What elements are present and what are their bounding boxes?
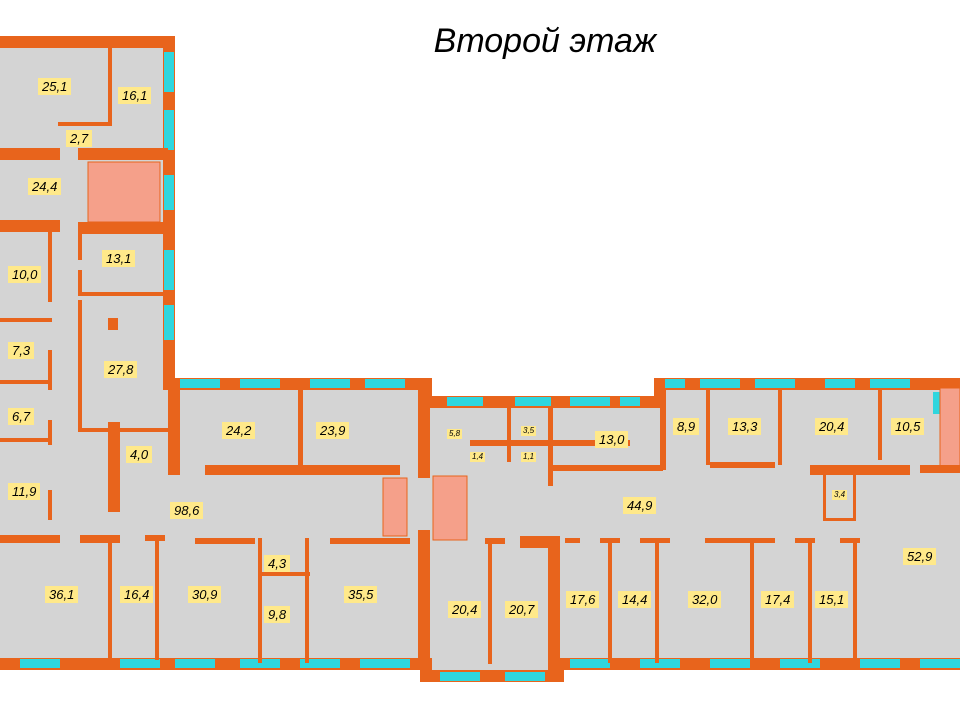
room-area-label: 30,9: [188, 586, 222, 603]
interior-walls: [0, 46, 960, 671]
room-area-label: 24,2: [222, 422, 256, 439]
room-area-label: 23,9: [316, 422, 350, 439]
room-area-label: 5,8: [447, 429, 463, 439]
room-area-label: 13,1: [102, 250, 136, 267]
room-area-label: 20,7: [505, 601, 539, 618]
room-area-label: 4,0: [126, 446, 153, 463]
room-area-label: 4,3: [264, 555, 291, 572]
room-area-label: 36,1: [45, 586, 79, 603]
room-area-label: 24,4: [28, 178, 62, 195]
room-area-label: 10,5: [891, 418, 925, 435]
room-area-label: 17,6: [566, 591, 600, 608]
room-area-label: 13,3: [728, 418, 762, 435]
floor-area: [0, 36, 960, 682]
room-area-label: 10,0: [8, 266, 42, 283]
room-area-label: 1,4: [470, 452, 486, 462]
room-area-label: 15,1: [815, 591, 849, 608]
room-area-label: 25,1: [38, 78, 72, 95]
room-area-label: 17,4: [761, 591, 795, 608]
stairs: [87, 161, 960, 541]
room-area-label: 2,7: [66, 130, 93, 147]
room-area-label: 3,5: [521, 426, 537, 436]
room-area-label: 9,8: [264, 606, 291, 623]
room-area-label: 16,1: [118, 87, 152, 104]
room-area-label: 7,3: [8, 342, 35, 359]
room-area-label: 14,4: [618, 591, 652, 608]
room-area-label: 32,0: [688, 591, 722, 608]
room-area-label: 27,8: [104, 361, 138, 378]
room-area-label: 11,9: [8, 483, 41, 500]
windows: [20, 52, 960, 681]
floor-title: Второй этаж: [433, 22, 657, 60]
room-area-label: 6,7: [8, 408, 35, 425]
room-area-label: 16,4: [120, 586, 154, 603]
room-area-label: 13,0: [595, 431, 629, 448]
room-area-label: 35,5: [344, 586, 378, 603]
room-area-label: 98,6: [170, 502, 204, 519]
room-area-label: 3,4: [832, 490, 848, 500]
room-area-label: 44,9: [623, 497, 657, 514]
room-area-label: 1,1: [521, 452, 537, 462]
room-area-label: 20,4: [815, 418, 849, 435]
room-area-label: 8,9: [673, 418, 700, 435]
room-area-label: 20,4: [448, 601, 482, 618]
room-area-label: 52,9: [903, 548, 937, 565]
